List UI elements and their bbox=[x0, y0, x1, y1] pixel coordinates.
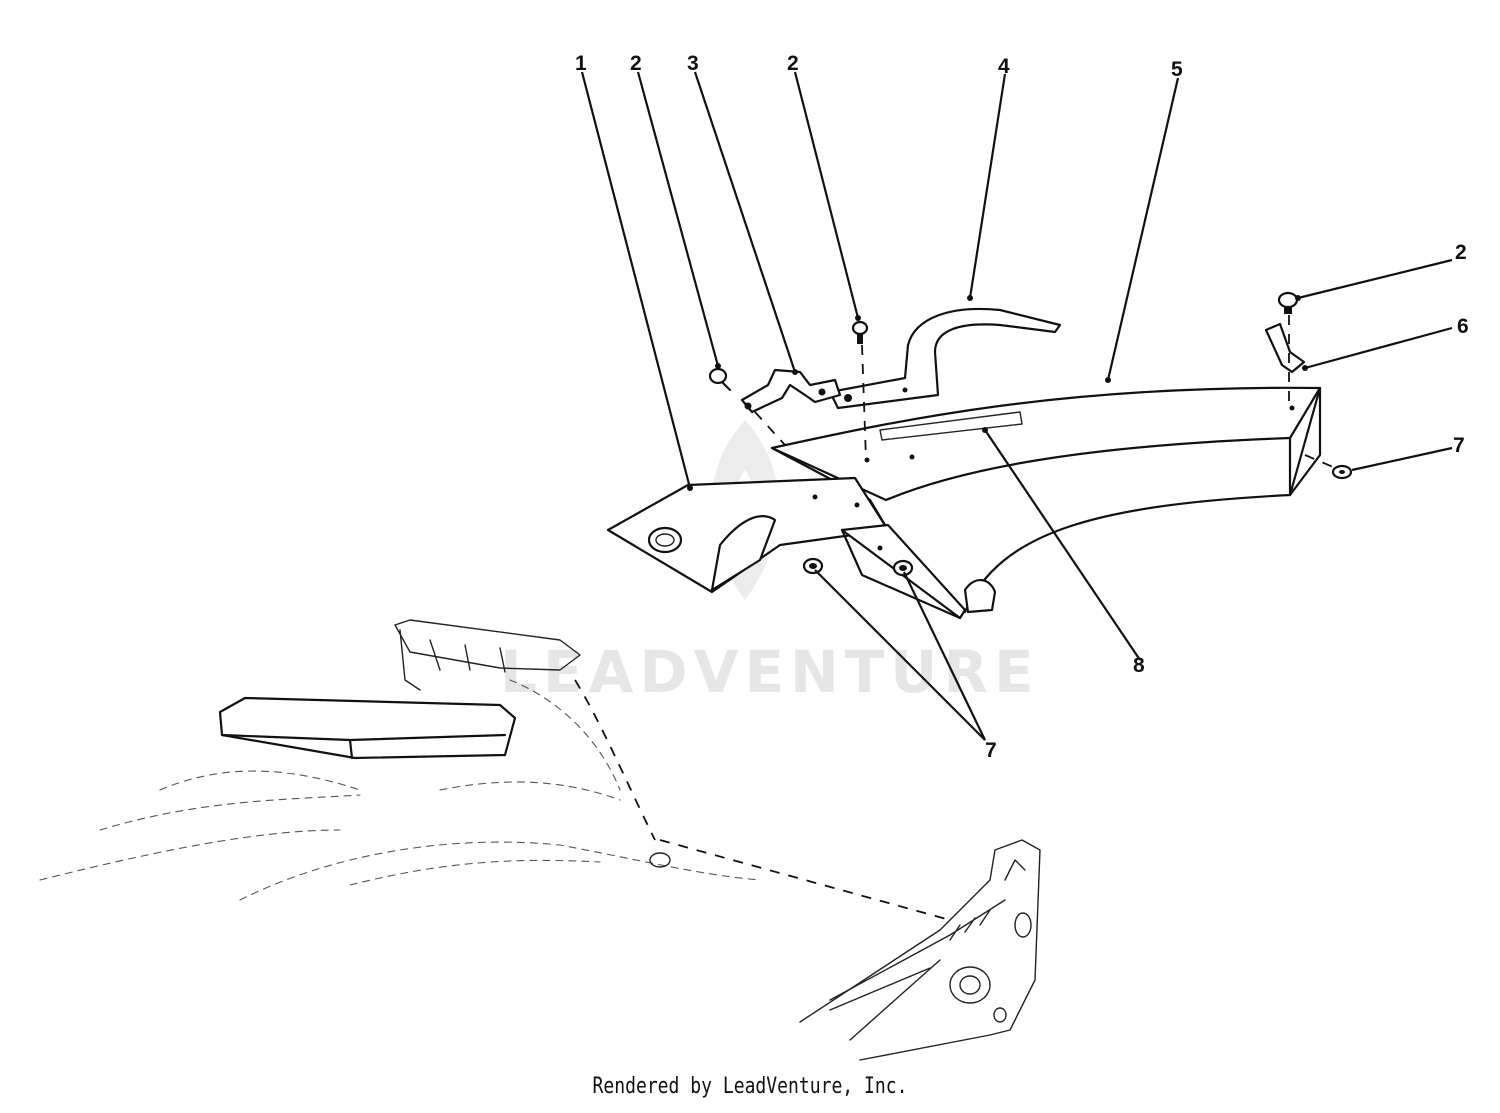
callout-2: 2 bbox=[1455, 241, 1467, 264]
leader-lines bbox=[580, 71, 1453, 741]
watermark-text: LEADVENTURE bbox=[500, 638, 1040, 706]
label-plate bbox=[879, 411, 1023, 441]
callout-3: 3 bbox=[687, 52, 699, 75]
wing-clip-icon bbox=[1264, 322, 1306, 374]
callout-7: 7 bbox=[1453, 434, 1465, 457]
screw-icon bbox=[851, 320, 869, 344]
callout-2: 2 bbox=[630, 52, 642, 75]
mower-body bbox=[39, 619, 1041, 1061]
callout-6: 6 bbox=[1457, 315, 1469, 338]
callout-1: 1 bbox=[575, 52, 587, 75]
screw-icon bbox=[708, 367, 732, 392]
footer-credit: Rendered by LeadVenture, Inc. bbox=[592, 1074, 908, 1099]
callout-8: 8 bbox=[1133, 654, 1145, 677]
small-bracket bbox=[740, 368, 842, 414]
discharge-chute bbox=[770, 386, 1322, 614]
nut-icon bbox=[1331, 464, 1353, 480]
nut-icon bbox=[892, 559, 914, 577]
callout-2: 2 bbox=[787, 52, 799, 75]
deflector-handle bbox=[828, 307, 1062, 410]
screw-icon bbox=[1277, 291, 1299, 314]
callouts: 1 2 3 2 4 5 2 6 7 8 7 bbox=[575, 52, 1469, 762]
callout-5: 5 bbox=[1171, 58, 1183, 81]
nut-icon bbox=[802, 557, 824, 575]
callout-7: 7 bbox=[985, 739, 997, 762]
assembly-lines bbox=[574, 315, 1341, 921]
callout-4: 4 bbox=[998, 55, 1010, 78]
